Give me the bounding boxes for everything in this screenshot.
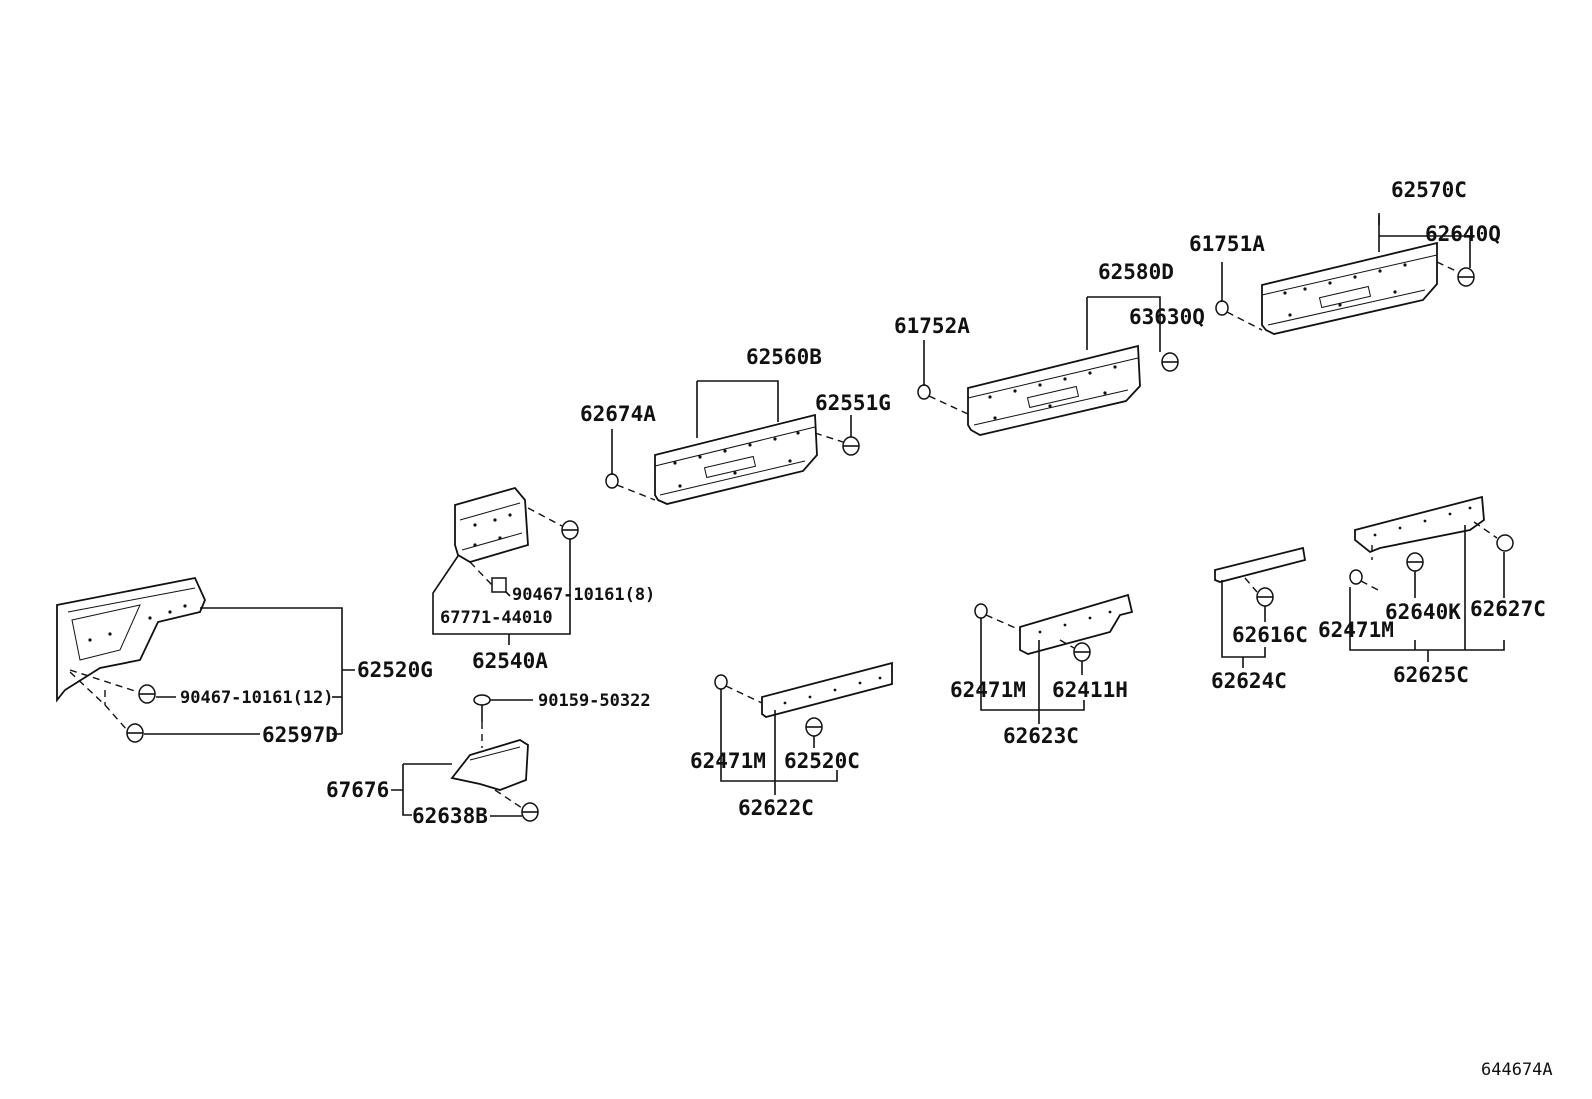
clip-90467-10161-8: [561, 520, 579, 540]
label-62640q: 62640Q: [1425, 222, 1501, 246]
label-61752a: 61752A: [894, 314, 970, 338]
clip-63630q: [1161, 352, 1179, 372]
label-62540a: 62540A: [472, 649, 548, 673]
label-62624c: 62624C: [1211, 669, 1287, 693]
figure-code: 644674A: [1481, 1060, 1553, 1080]
clip-62411h: [1073, 642, 1091, 662]
label-62520g: 62520G: [357, 658, 433, 682]
label-90467-10161-8: 90467-10161(8): [512, 585, 655, 605]
strip-62625c: [1354, 495, 1485, 554]
label-62622c: 62622C: [738, 796, 814, 820]
label-90159-50322: 90159-50322: [538, 691, 651, 711]
nut-67771-44010: [491, 577, 507, 593]
label-62627c: 62627C: [1470, 597, 1546, 621]
bracket-62540a: [454, 486, 529, 563]
screw-62471m-b: [974, 603, 988, 619]
screw-61752a: [917, 384, 931, 400]
label-62560b: 62560B: [746, 345, 822, 369]
clip-62640q: [1457, 267, 1475, 287]
screw-62471m-a: [714, 674, 728, 690]
bracket-67676: [450, 739, 529, 791]
strip-62623c: [1019, 593, 1134, 655]
label-62625c: 62625C: [1393, 663, 1469, 687]
clip-62640k: [1406, 552, 1424, 572]
clip-62551g: [842, 436, 860, 456]
strip-62624c: [1214, 546, 1307, 583]
label-62597d: 62597D: [262, 723, 338, 747]
label-67771-44010: 67771-44010: [440, 608, 553, 628]
trim-panel-62570c: [1261, 241, 1438, 335]
strip-62622c: [761, 661, 893, 718]
screw-62471m-c: [1349, 569, 1363, 585]
clip-62520c: [805, 717, 823, 737]
label-62580d: 62580D: [1098, 260, 1174, 284]
label-90467-10161-12: 90467-10161(12): [180, 688, 334, 708]
bolt-90159-50322: [473, 694, 491, 722]
label-62471m-a: 62471M: [690, 749, 766, 773]
clip-62616c: [1256, 587, 1274, 607]
label-62570c: 62570C: [1391, 178, 1467, 202]
label-62674a: 62674A: [580, 402, 656, 426]
trim-panel-62560b: [654, 413, 818, 505]
label-62411h: 62411H: [1052, 678, 1128, 702]
quarter-trim-62520g: [56, 576, 206, 703]
screw-61751a: [1215, 300, 1229, 316]
cap-62627c: [1496, 534, 1514, 552]
label-62551g: 62551G: [815, 391, 891, 415]
label-62471m-c: 62471M: [1318, 618, 1394, 642]
label-61751a: 61751A: [1189, 232, 1265, 256]
label-67676: 67676: [326, 778, 389, 802]
label-62471m-b: 62471M: [950, 678, 1026, 702]
label-63630q: 63630Q: [1129, 305, 1205, 329]
label-62520c: 62520C: [784, 749, 860, 773]
clip-62638b: [521, 802, 539, 822]
clip-90467-10161-12: [138, 684, 156, 704]
callout-labels: 62570C 62640Q 61751A 62580D 63630Q 61752…: [180, 178, 1553, 1080]
trim-panel-62580d: [967, 344, 1141, 436]
clip-62597d: [126, 723, 144, 743]
label-62616c: 62616C: [1232, 623, 1308, 647]
label-62638b: 62638B: [412, 804, 488, 828]
screw-62674a: [605, 473, 619, 489]
label-62640k: 62640K: [1385, 600, 1461, 624]
label-62623c: 62623C: [1003, 724, 1079, 748]
